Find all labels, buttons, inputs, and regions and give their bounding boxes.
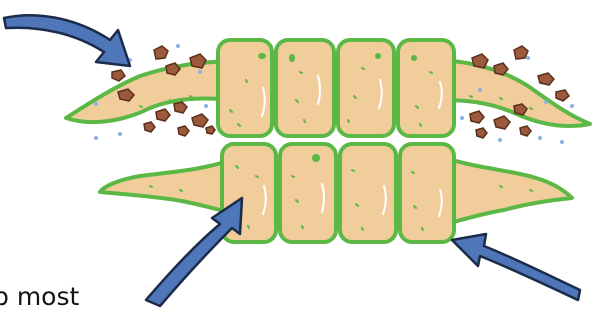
cell (338, 40, 394, 136)
water-droplet-icon (498, 138, 502, 142)
cell (280, 144, 336, 242)
soil-particle-icon (178, 126, 189, 136)
lower-left-root-hair (100, 158, 236, 214)
soil-particle-icon (556, 90, 569, 101)
cell (400, 144, 454, 242)
water-droplet-icon (478, 88, 482, 92)
soil-particle-icon (476, 128, 487, 138)
lower-cell-row (222, 144, 454, 242)
soil-particle-icon (154, 46, 168, 59)
caption-text: p most (0, 282, 79, 311)
water-droplet-icon (460, 116, 464, 120)
upper-cell-row (218, 40, 454, 136)
water-droplet-icon (176, 44, 180, 48)
soil-particle-icon (514, 46, 528, 59)
soil-particle-icon (190, 54, 206, 68)
cell (398, 40, 454, 136)
water-droplet-icon (118, 132, 122, 136)
soil-particle-icon (494, 116, 510, 129)
lower-right-root-hair (446, 158, 572, 224)
water-droplet-icon (198, 70, 202, 74)
water-droplet-icon (570, 104, 574, 108)
cell (340, 144, 396, 242)
soil-particle-icon (192, 114, 208, 127)
upper-left-root-hair (66, 62, 240, 122)
soil-particle-icon (144, 122, 155, 132)
curved-arrow-icon (452, 234, 580, 300)
water-droplet-icon (526, 56, 530, 60)
water-droplet-icon (94, 102, 98, 106)
soil-particle-icon (174, 102, 187, 113)
soil-particle-icon (470, 111, 484, 123)
water-droplet-icon (560, 140, 564, 144)
soil-particle-icon (520, 126, 531, 136)
water-droplet-icon (204, 104, 208, 108)
soil-particle-icon (112, 70, 125, 81)
curved-arrow-icon (4, 15, 130, 66)
water-droplet-icon (544, 100, 548, 104)
soil-particle-icon (156, 109, 170, 121)
soil-particle-icon (472, 54, 488, 68)
curved-arrow-icon (146, 198, 242, 306)
soil-particle-icon (206, 126, 215, 134)
soil-particle-icon (538, 73, 554, 85)
water-droplet-icon (538, 136, 542, 140)
water-droplet-icon (94, 136, 98, 140)
